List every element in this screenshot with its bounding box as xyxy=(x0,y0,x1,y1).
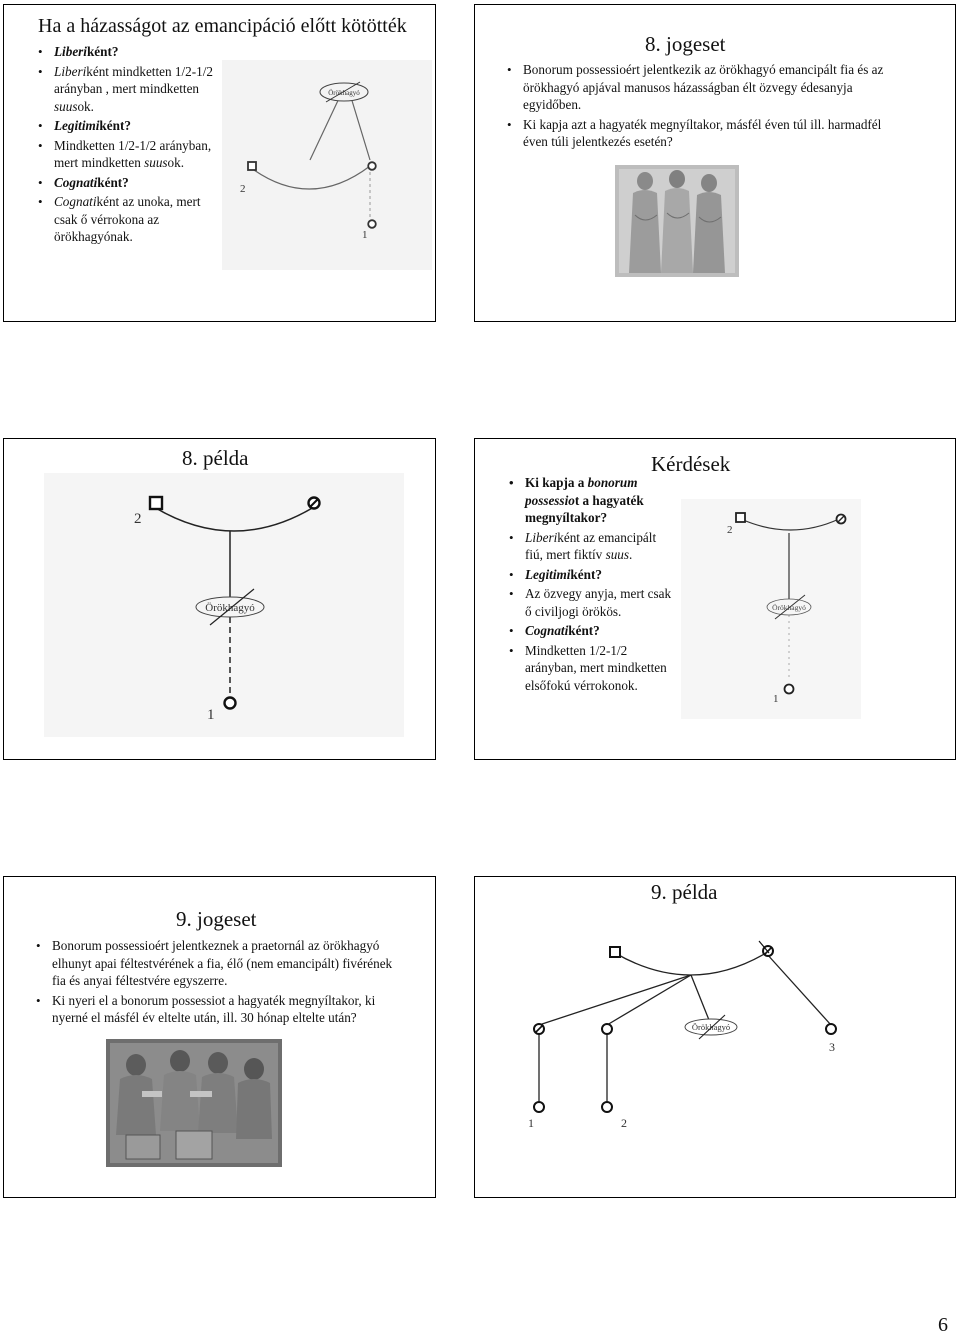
bullet: Ki kapja a bonorum possessiot a hagyaték… xyxy=(507,474,677,527)
roman-relief-image xyxy=(615,165,739,277)
slide-4: Kérdések Ki kapja a bonorum possessiot a… xyxy=(474,438,956,760)
nephew-node-2 xyxy=(601,1101,613,1113)
slide-6: 9. példa Örökhagyó 1 2 3 xyxy=(474,876,956,1198)
bullet: Liberiként mindketten 1/2-1/2 arányban ,… xyxy=(36,63,218,116)
slide-4-title: Kérdések xyxy=(651,452,731,476)
slide-6-diagram: Örökhagyó 1 2 3 xyxy=(528,940,837,1130)
bullet: Liberiként? xyxy=(36,43,218,61)
diagram-center-label: Örökhagyó xyxy=(692,1022,730,1032)
bullet: Bonorum possessioért jelentkezik az örök… xyxy=(505,61,905,114)
bullet: Ki nyeri el a bonorum possessiot a hagya… xyxy=(34,992,394,1027)
diagram-num-2: 2 xyxy=(240,183,246,195)
slide-1-diagram: Örökhagyó 2 1 xyxy=(222,60,432,270)
bullet: Mindketten 1/2-1/2 arányban, mert mindke… xyxy=(507,642,677,695)
bullet: Legitimiként? xyxy=(507,566,677,584)
slide-5-bullets: Bonorum possessioért jelentkeznek a prae… xyxy=(34,937,394,1029)
page-number: 6 xyxy=(938,1314,948,1336)
diagram-center-label: Örökhagyó xyxy=(328,89,360,97)
sibling-node xyxy=(601,1023,613,1035)
female-node xyxy=(367,161,377,171)
bullet: Liberiként az emancipált fiú, mert fiktí… xyxy=(507,529,677,564)
male-node xyxy=(148,495,164,511)
slide-3: 8. példa Örökhagyó 2 1 xyxy=(3,438,436,760)
bullet: Az özvegy anyja, mert csak ő civiljogi ö… xyxy=(507,585,677,620)
diagram-num-2: 2 xyxy=(134,511,142,527)
diagram-num-1: 1 xyxy=(773,693,779,705)
male-node xyxy=(247,161,257,171)
diagram-num-1: 1 xyxy=(207,707,215,723)
grandchild-node xyxy=(223,696,237,710)
slide-5-title: 9. jogeset xyxy=(176,907,257,931)
slide-3-title: 8. példa xyxy=(182,446,249,470)
male-node xyxy=(735,512,746,523)
bullet: Mindketten 1/2-1/2 arányban, mert mindke… xyxy=(36,137,218,172)
slide-3-diagram: Örökhagyó 2 1 xyxy=(44,473,404,737)
slide-5: 9. jogeset Bonorum possessioért jelentke… xyxy=(3,876,436,1198)
bullet: Cognatiként? xyxy=(36,174,218,192)
slide-1-title: Ha a házasságot az emancipáció előtt köt… xyxy=(38,15,407,37)
slide-2-bullets: Bonorum possessioért jelentkezik az örök… xyxy=(505,61,905,153)
slide-4-diagram: Örökhagyó 2 1 xyxy=(681,499,861,719)
slide-2: 8. jogeset Bonorum possessioért jelentke… xyxy=(474,4,956,322)
diagram-num-2: 2 xyxy=(727,524,733,536)
diagram-num-2: 2 xyxy=(621,1116,627,1130)
slide-6-title: 9. példa xyxy=(651,880,718,904)
grandchild-node xyxy=(367,219,377,229)
half-sibling-node xyxy=(825,1023,837,1035)
bullet: Ki kapja azt a hagyaték megnyíltakor, má… xyxy=(505,116,905,151)
grandchild-node xyxy=(783,683,795,695)
slide-4-bullets: Ki kapja a bonorum possessiot a hagyaték… xyxy=(507,474,677,696)
bullet: Bonorum possessioért jelentkeznek a prae… xyxy=(34,937,394,990)
male-node xyxy=(609,946,621,958)
diagram-num-3: 3 xyxy=(829,1040,835,1054)
diagram-num-1: 1 xyxy=(362,229,368,241)
slide-1-bullets: Liberiként? Liberiként mindketten 1/2-1/… xyxy=(36,43,218,248)
bullet: Cognatiként? xyxy=(507,622,677,640)
slide-2-title: 8. jogeset xyxy=(645,32,726,56)
diagram-num-1: 1 xyxy=(528,1116,534,1130)
slide-1: Ha a házasságot az emancipáció előtt köt… xyxy=(3,4,436,322)
bullet: Cognatiként az unoka, mert csak ő vérrok… xyxy=(36,193,218,246)
bullet: Legitimiként? xyxy=(36,117,218,135)
roman-relief-image xyxy=(106,1039,282,1167)
nephew-node-1 xyxy=(533,1101,545,1113)
